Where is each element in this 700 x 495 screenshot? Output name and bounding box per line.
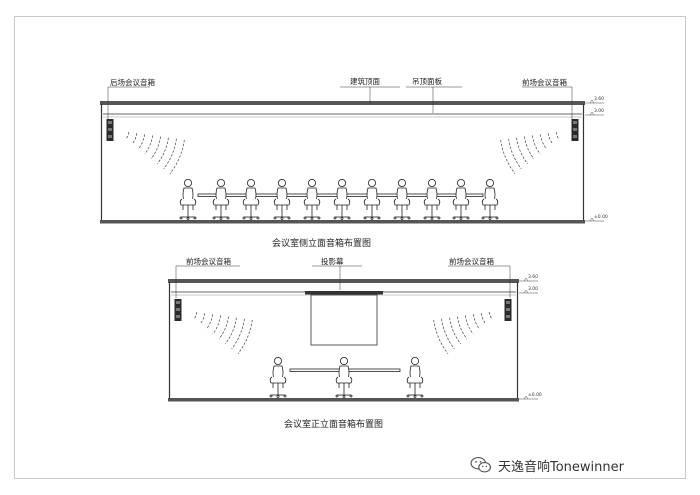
- side-meeting-group: [179, 178, 498, 220]
- side-leaders: [107, 86, 573, 119]
- front-level-top: 3.60: [528, 274, 538, 280]
- front-meeting-group: [269, 356, 423, 398]
- front-floor: [168, 398, 519, 402]
- side-label-front-speaker: 前场会议音箱: [522, 77, 567, 87]
- front-level-ceiling: 3.00: [528, 286, 538, 292]
- front-right-speaker-icon: [504, 299, 512, 321]
- front-caption: 会议室正立面音箱布置图: [284, 418, 383, 430]
- front-label-left-speaker: 前场会议音箱: [186, 256, 231, 266]
- front-elevation: 3.60 3.00 ±0.00 前场会议音箱 投影幕 前场会议音箱 会议室正立面…: [168, 256, 542, 430]
- side-floor: [100, 220, 585, 224]
- side-level-marks: [585, 99, 604, 222]
- side-caption: 会议室侧立面音箱布置图: [272, 237, 371, 249]
- page-frame: [14, 16, 686, 479]
- front-right-wave-icon: [423, 293, 495, 365]
- side-level-top: 3.60: [594, 96, 604, 102]
- side-elevation: 3.60 3.00 ±0.00 后场会议音箱 建筑顶面 吊顶面板 前场会议音箱: [100, 76, 608, 249]
- front-left-speaker-icon: [174, 299, 182, 321]
- front-level-marks: [519, 277, 538, 400]
- side-level-ceiling: 3.00: [594, 108, 604, 114]
- wechat-icon: [470, 456, 492, 473]
- front-leaders: [175, 265, 511, 298]
- front-label-right-speaker: 前场会议音箱: [449, 256, 494, 266]
- front-roof-slab: [168, 279, 519, 283]
- front-left-wave-icon: [191, 293, 263, 365]
- front-level-floor: ±0.00: [528, 392, 542, 398]
- projection-screen: [310, 294, 378, 346]
- side-label-rear-speaker: 后场会议音箱: [110, 77, 155, 87]
- watermark-text: 天逸音响Tonewinner: [498, 459, 624, 475]
- side-label-building-top: 建筑顶面: [350, 76, 380, 86]
- side-level-floor: ±0.00: [594, 214, 608, 220]
- side-rear-speaker-icon: [106, 119, 114, 141]
- side-rear-wave-icon: [123, 113, 195, 185]
- side-front-wave-icon: [490, 113, 562, 185]
- side-label-ceiling-panel: 吊顶面板: [412, 76, 442, 86]
- front-label-projection-screen: 投影幕: [321, 256, 344, 266]
- side-front-speaker-icon: [571, 119, 579, 141]
- side-roof-slab: [100, 101, 585, 105]
- watermark: 天逸音响Tonewinner: [470, 455, 624, 475]
- projection-screen-housing: [305, 291, 383, 295]
